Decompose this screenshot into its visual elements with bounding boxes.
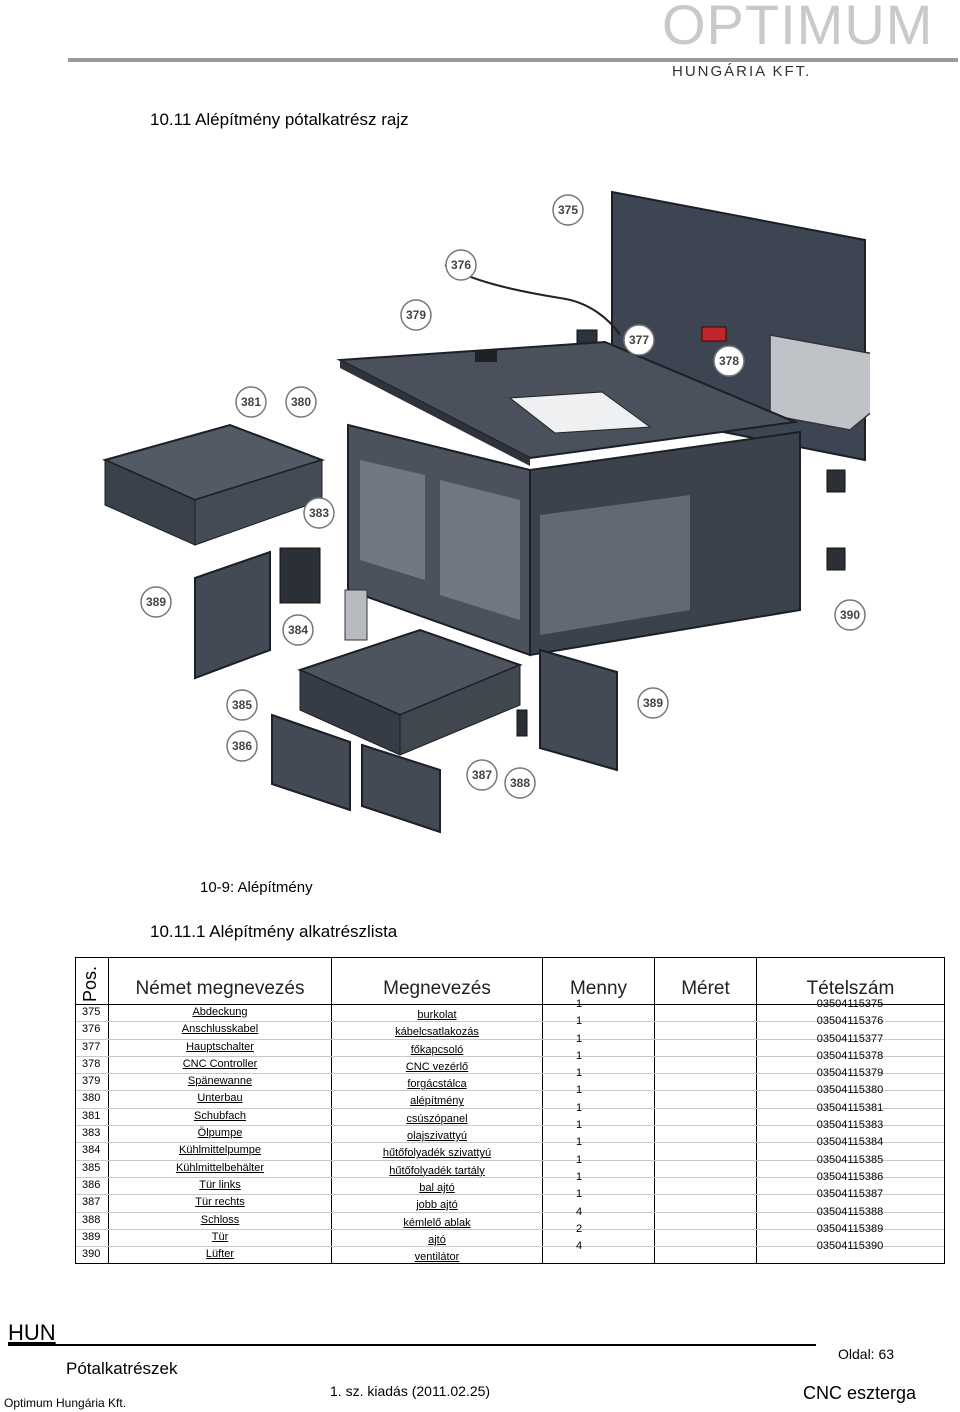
callout-376: 376 bbox=[445, 249, 477, 281]
brand-subtitle: HUNGÁRIA KFT. bbox=[672, 63, 812, 80]
section-title: 10.11 Alépítmény pótalkatrész rajz bbox=[150, 110, 409, 129]
exploded-drawing: 375 376 377 378 379 380 381 383 384 385 … bbox=[102, 190, 870, 834]
callout-389-right: 389 bbox=[637, 687, 669, 719]
callout-377-label: 377 bbox=[629, 333, 649, 347]
callout-383: 383 bbox=[303, 497, 335, 529]
callout-389-left-label: 389 bbox=[146, 595, 166, 609]
callout-385-label: 385 bbox=[232, 698, 252, 712]
table-header: Pos. Német megnevezés Megnevezés Menny M… bbox=[76, 958, 944, 1005]
callout-386-label: 386 bbox=[232, 739, 252, 753]
callout-388: 388 bbox=[504, 767, 536, 799]
callout-378: 378 bbox=[713, 345, 745, 377]
col-header-item-number: Tételszám bbox=[806, 978, 895, 999]
fan-bottom bbox=[826, 547, 846, 571]
callout-384-label: 384 bbox=[288, 623, 308, 637]
col-header-qty: Menny bbox=[569, 978, 628, 999]
callout-383-label: 383 bbox=[309, 506, 329, 520]
col-header-german: Német megnevezés bbox=[135, 978, 305, 999]
lock bbox=[516, 709, 528, 737]
door-386-left bbox=[271, 713, 351, 812]
controller-box bbox=[769, 334, 870, 431]
brand-divider bbox=[68, 58, 958, 62]
door-387-right bbox=[361, 743, 441, 834]
door-389-left bbox=[194, 550, 271, 680]
parts-list-title: 10.11.1 Alépítmény alkatrészlista bbox=[150, 922, 398, 941]
callout-384: 384 bbox=[282, 614, 314, 646]
callout-385: 385 bbox=[226, 689, 258, 721]
callout-386: 386 bbox=[226, 730, 258, 762]
col-header-size: Méret bbox=[681, 978, 730, 999]
callout-379: 379 bbox=[400, 299, 432, 331]
callout-380-label: 380 bbox=[291, 395, 311, 409]
footer-page-number: Oldal: 63 bbox=[838, 1346, 895, 1362]
parts-table: Pos. Német megnevezés Megnevezés Menny M… bbox=[75, 957, 945, 1265]
callout-389-right-label: 389 bbox=[643, 696, 663, 710]
figure-caption: 10-9: Alépítmény bbox=[200, 879, 313, 896]
power-plug bbox=[701, 326, 727, 342]
callout-378-label: 378 bbox=[719, 354, 739, 368]
footer-product: CNC eszterga bbox=[803, 1383, 917, 1403]
footer-language: HUN bbox=[8, 1320, 56, 1345]
callout-377: 377 bbox=[623, 324, 655, 356]
coolant-pump bbox=[344, 589, 368, 641]
callout-387-label: 387 bbox=[472, 768, 492, 782]
fan-top bbox=[826, 469, 846, 493]
tray-opening bbox=[508, 391, 652, 434]
callout-387: 387 bbox=[466, 759, 498, 791]
footer-company: Optimum Hungária Kft. bbox=[4, 1396, 127, 1410]
callout-375-label: 375 bbox=[558, 203, 578, 217]
callout-390: 390 bbox=[834, 599, 866, 631]
callout-375: 375 bbox=[552, 194, 584, 226]
door-389-right bbox=[539, 648, 618, 772]
brand-logo: OPTIMUM bbox=[662, 0, 934, 56]
footer-divider bbox=[8, 1344, 816, 1346]
col-header-name: Megnevezés bbox=[383, 978, 491, 999]
callout-381: 381 bbox=[235, 386, 267, 418]
callout-390-label: 390 bbox=[840, 608, 860, 622]
callout-389-left: 389 bbox=[140, 586, 172, 618]
callout-379-label: 379 bbox=[406, 308, 426, 322]
col-header-pos: Pos. bbox=[80, 965, 100, 1002]
callout-376-label: 376 bbox=[451, 258, 471, 272]
callout-381-label: 381 bbox=[241, 395, 261, 409]
callout-380: 380 bbox=[285, 386, 317, 418]
footer-edition: 1. sz. kiadás (2011.02.25) bbox=[330, 1383, 491, 1399]
callout-388-label: 388 bbox=[510, 776, 530, 790]
oil-pump bbox=[279, 547, 321, 604]
footer-category: Pótalkatrészek bbox=[66, 1359, 178, 1378]
